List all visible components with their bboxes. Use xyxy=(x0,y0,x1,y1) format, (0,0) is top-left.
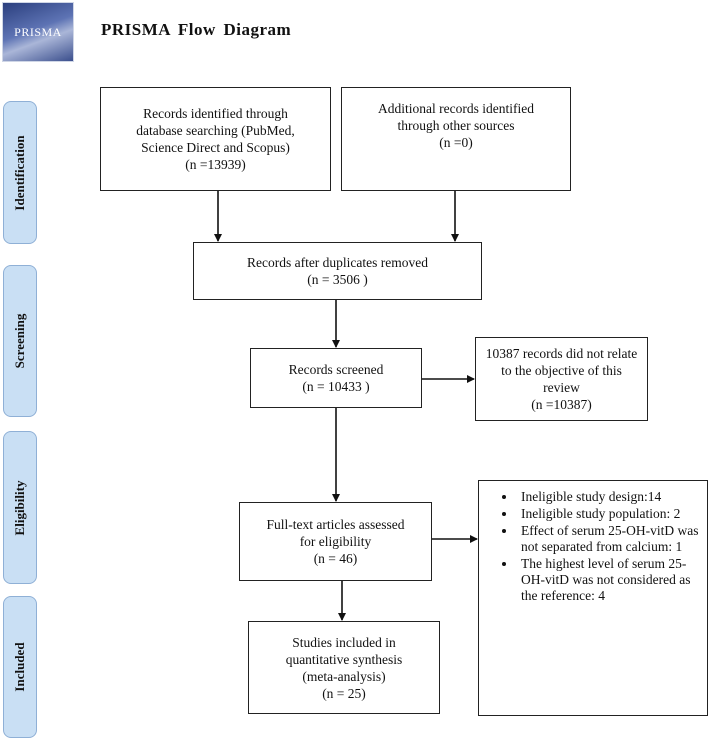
box-line: (meta-analysis) xyxy=(302,668,386,684)
exclusion-reasons-list: Ineligible study design:14 Ineligible st… xyxy=(497,489,699,605)
stage-identification: Identification xyxy=(3,101,37,244)
box-line: (n =10387) xyxy=(531,397,592,412)
box-line: (n = 10433 ) xyxy=(302,379,370,394)
box-line: Records identified through xyxy=(143,106,288,121)
prisma-logo: PRISMA xyxy=(2,2,74,62)
stage-screening: Screening xyxy=(3,265,37,417)
box-line: database searching (PubMed, xyxy=(136,123,295,138)
box-line: to the objective of this xyxy=(501,363,622,378)
database-records-box: Records identified through database sear… xyxy=(100,87,331,191)
other-sources-box: Additional records identified through ot… xyxy=(341,87,571,191)
box-line: review xyxy=(543,380,580,395)
box-line: (n = 3506 ) xyxy=(307,272,368,287)
box-line: (n = 25) xyxy=(322,685,366,701)
box-line: (n =0) xyxy=(439,135,473,150)
box-line: quantitative synthesis xyxy=(285,651,403,667)
box-line: Studies included in xyxy=(292,634,396,650)
box-line: for eligibility xyxy=(299,534,372,549)
records-screened-box: Records screened (n = 10433 ) xyxy=(250,348,422,408)
page-title: PRISMA Flow Diagram xyxy=(101,20,292,39)
box-line: 10387 records did not relate xyxy=(485,346,638,361)
screening-excluded-box: 10387 records did not relate to the obje… xyxy=(475,337,648,421)
studies-included-box: Studies included in quantitative synthes… xyxy=(248,621,440,714)
stage-eligibility: Eligibility xyxy=(3,431,37,584)
box-line: (n =13939) xyxy=(185,157,246,172)
fulltext-assessed-box: Full-text articles assessed for eligibil… xyxy=(239,502,432,581)
exclusion-reason: The highest level of serum 25-OH-vitD wa… xyxy=(517,556,699,604)
box-line: Additional records identified xyxy=(378,101,534,116)
box-line: (n = 46) xyxy=(313,551,358,566)
stage-included: Included xyxy=(3,596,37,738)
exclusion-reason: Effect of serum 25-OH-vitD was not separ… xyxy=(517,523,699,555)
exclusion-reason: Ineligible study design:14 xyxy=(517,489,699,505)
exclusion-reason: Ineligible study population: 2 xyxy=(517,506,699,522)
box-line: Science Direct and Scopus) xyxy=(141,140,290,155)
fulltext-excluded-box: Ineligible study design:14 Ineligible st… xyxy=(478,480,708,716)
box-line: Full-text articles assessed xyxy=(266,517,405,532)
box-line: through other sources xyxy=(397,118,515,133)
duplicates-removed-box: Records after duplicates removed (n = 35… xyxy=(193,242,482,300)
box-line: Records screened xyxy=(288,362,384,377)
logo-text: PRISMA xyxy=(14,25,62,39)
box-line: Records after duplicates removed xyxy=(246,255,429,270)
